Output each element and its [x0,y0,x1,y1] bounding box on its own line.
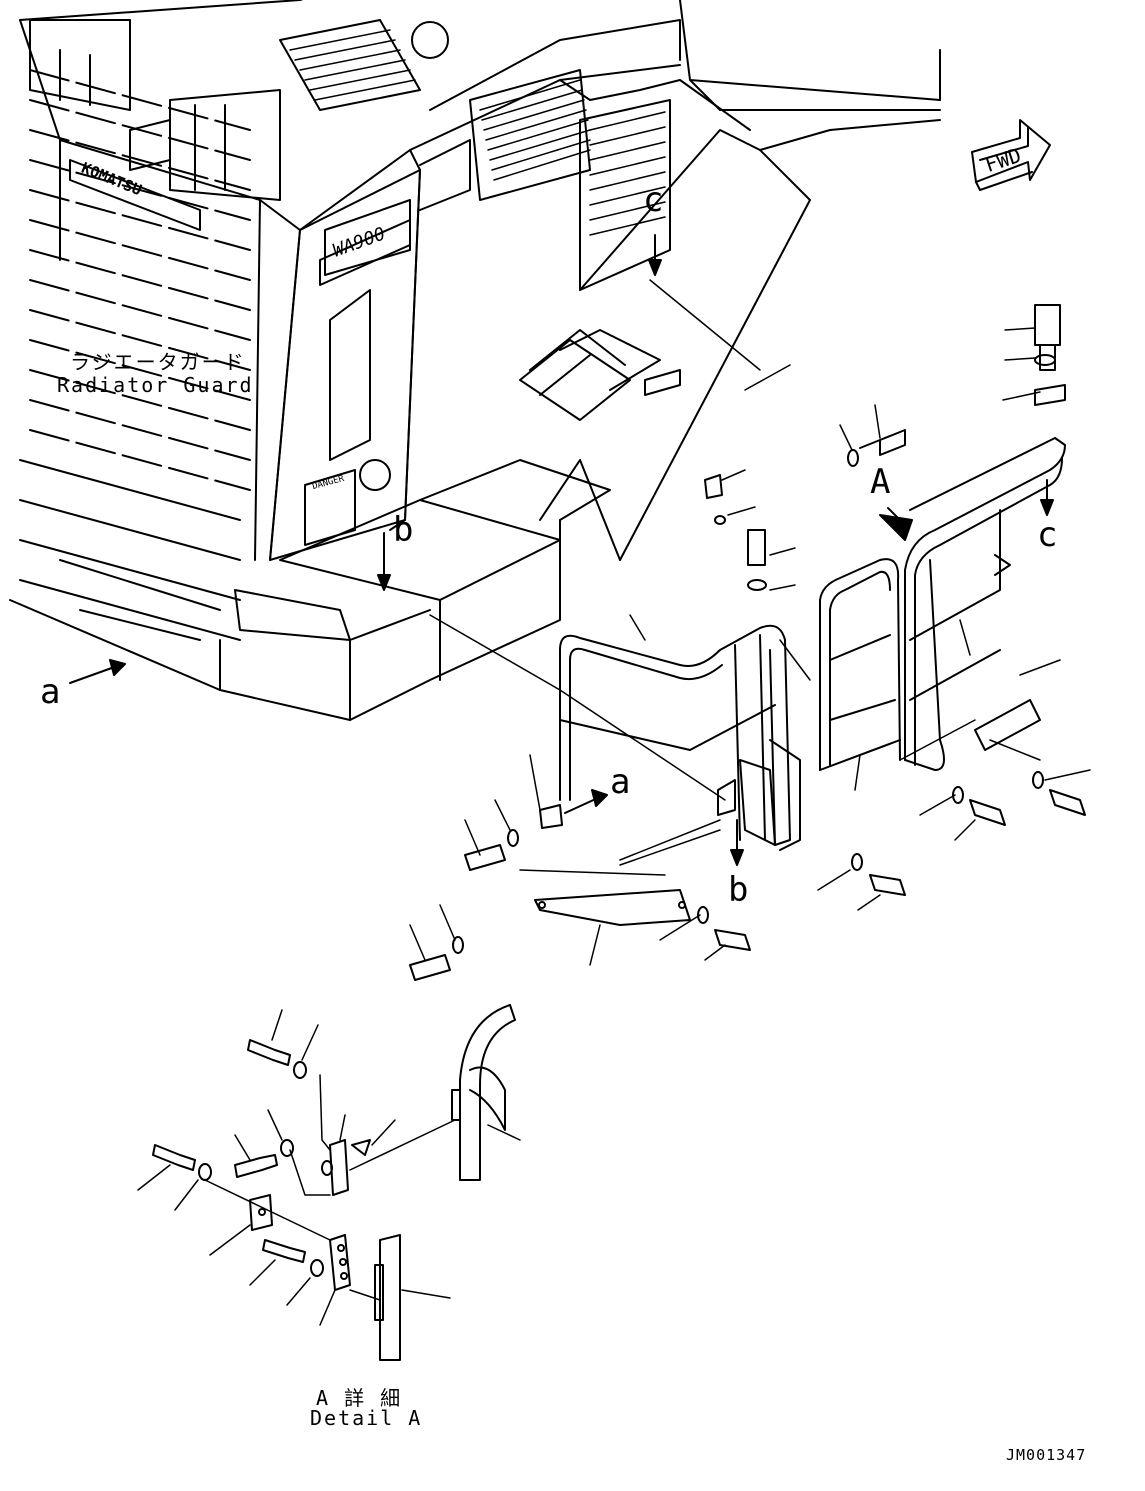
detail-a-leader-lines[interactable] [137,1009,521,1326]
radiator-guard-label-jp: ラジエータガード [70,350,246,374]
ref-label-a-arrow: a [610,762,631,802]
ref-label-b-bottom: b [728,870,749,910]
detail-a-label-en: Detail A [310,1406,423,1430]
ref-label-c-right: c [1037,515,1058,555]
fwd-arrow-icon [971,119,1051,191]
detail-a-label-jp: A 詳 細 [316,1386,403,1410]
radiator-guard-label-en: Radiator Guard [57,373,254,397]
drawing-id: JM001347 [1006,1446,1087,1464]
ref-label-a-upper: A [870,462,891,502]
fasteners-main [409,304,1086,981]
machine-body [9,0,941,721]
ref-label-a-left: a [40,672,61,712]
ref-label-b-top: b [393,510,414,550]
handrail-assembly [534,369,1066,926]
reference-arrows [69,234,1054,866]
detail-a-view [152,1004,516,1361]
leader-lines[interactable] [409,279,1091,966]
ref-label-c-top: c [643,180,664,220]
